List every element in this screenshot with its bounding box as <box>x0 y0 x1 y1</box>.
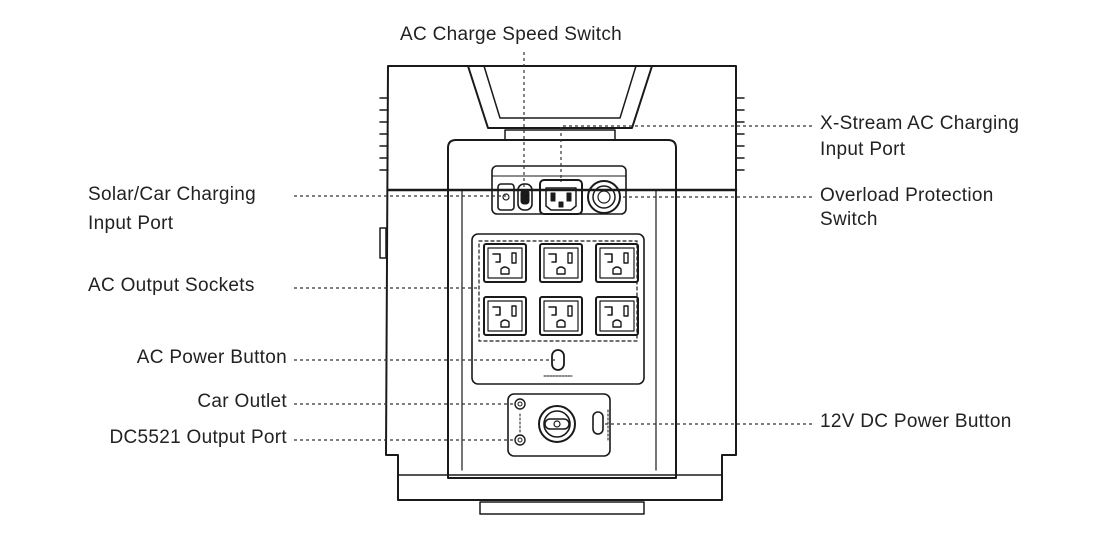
label-ac-output-sockets: AC Output Sockets <box>88 275 255 296</box>
label-overload-line1: Overload Protection <box>820 185 994 206</box>
device-body <box>379 65 745 515</box>
solar-car-input-port-shape <box>497 183 515 211</box>
label-solar-line2: Input Port <box>88 213 174 234</box>
ac-charge-speed-switch-shape <box>517 183 533 211</box>
leader-xstream-ac-input-port <box>560 125 812 182</box>
label-xstream-line2: Input Port <box>820 139 906 160</box>
ac-socket <box>483 243 527 283</box>
label-ac-power-button: AC Power Button <box>136 347 287 368</box>
xstream-ac-input-port-shape <box>539 179 583 215</box>
label-xstream-ac-charging-input-port: X-Stream AC Charging Input Port <box>820 111 1019 163</box>
leader-lines <box>294 52 812 441</box>
label-ac-charge-speed-switch: AC Charge Speed Switch <box>400 24 623 45</box>
overload-protection-switch-shape <box>587 180 621 214</box>
label-overload-protection-switch: Overload Protection Switch <box>820 184 994 232</box>
label-overload-line2: Switch <box>820 209 878 230</box>
ac-socket <box>595 243 639 283</box>
ac-output-sockets-group <box>483 243 639 336</box>
carry-handle <box>467 65 653 141</box>
ac-socket <box>539 296 583 336</box>
label-xstream-line1: X-Stream AC Charging <box>820 113 1020 134</box>
label-car-outlet: Car Outlet <box>197 391 287 412</box>
label-12v-dc-power-button: 12V DC Power Button <box>820 411 1012 432</box>
label-dc5521-output-port: DC5521 Output Port <box>109 427 287 448</box>
ac-socket-panel <box>471 233 645 385</box>
ac-power-button-shape <box>543 349 573 377</box>
label-solar-line1: Solar/Car Charging <box>88 184 257 205</box>
dc-panel <box>507 393 611 457</box>
ac-socket <box>595 296 639 336</box>
label-solar-car-charging-input-port: Solar/Car Charging Input Port <box>88 180 256 238</box>
ac-socket <box>483 296 527 336</box>
ac-socket <box>539 243 583 283</box>
